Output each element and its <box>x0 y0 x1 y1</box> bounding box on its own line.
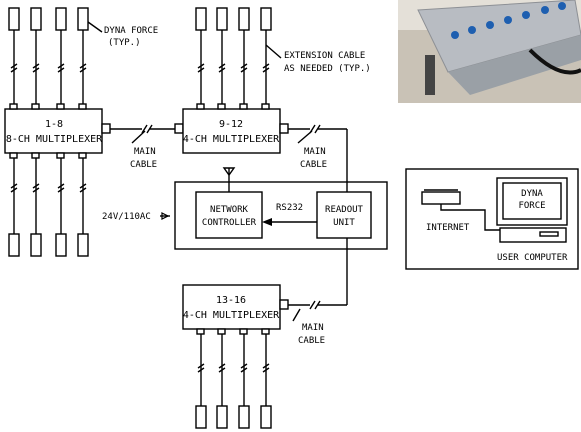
sensor-group-top-middle <box>196 8 271 105</box>
mux3-range: 13-16 <box>216 295 246 306</box>
main-cable-c <box>288 238 347 321</box>
mux2-type: 4-CH MULTIPLEXER <box>183 134 280 145</box>
mux1-range: 1-8 <box>45 119 63 130</box>
screen-dyna: DYNA <box>521 189 543 199</box>
main-cable-b-label: MAIN <box>304 147 326 157</box>
main-cable-c-label: MAIN <box>302 323 324 333</box>
user-computer-label: USER COMPUTER <box>497 253 568 263</box>
multiplexer-photo <box>398 0 581 103</box>
mux2-range: 9-12 <box>219 119 243 130</box>
sensor-group-top-left <box>9 8 88 105</box>
unit-label: UNIT <box>333 218 355 228</box>
mux1-type: 8-CH MULTIPLEXER <box>6 134 103 145</box>
multiplexer-1-8 <box>5 104 110 158</box>
screen-force: FORCE <box>518 201 545 211</box>
extension-leader <box>266 45 281 58</box>
rs232-label: RS232 <box>276 203 303 213</box>
sensor-group-bottom-middle <box>196 334 271 428</box>
network-controller-box <box>196 192 262 238</box>
extension-label: EXTENSION CABLE <box>284 51 365 61</box>
dyna-force-leader <box>88 22 102 32</box>
modem-icon <box>422 192 460 204</box>
controller-label: CONTROLLER <box>202 218 257 228</box>
network-label: NETWORK <box>210 205 249 215</box>
main-cable-a-label2: CABLE <box>130 160 157 170</box>
rs232-arrow <box>262 218 272 226</box>
main-cable-a <box>110 125 175 143</box>
main-cable-a-label: MAIN <box>134 147 156 157</box>
extension-label2: AS NEEDED (TYP.) <box>284 64 371 74</box>
readout-label: READOUT <box>325 205 364 215</box>
dyna-force-label: DYNA FORCE <box>104 26 158 36</box>
main-cable-c-label2: CABLE <box>298 336 325 346</box>
dyna-force-typ: (TYP.) <box>108 38 141 48</box>
sensor-group-bottom-left <box>9 158 88 256</box>
main-cable-b-label2: CABLE <box>300 160 327 170</box>
power-label: 24V/110AC <box>102 212 151 222</box>
mux3-type: 4-CH MULTIPLEXER <box>183 310 280 321</box>
readout-unit-box <box>317 192 371 238</box>
internet-label: INTERNET <box>426 223 470 233</box>
